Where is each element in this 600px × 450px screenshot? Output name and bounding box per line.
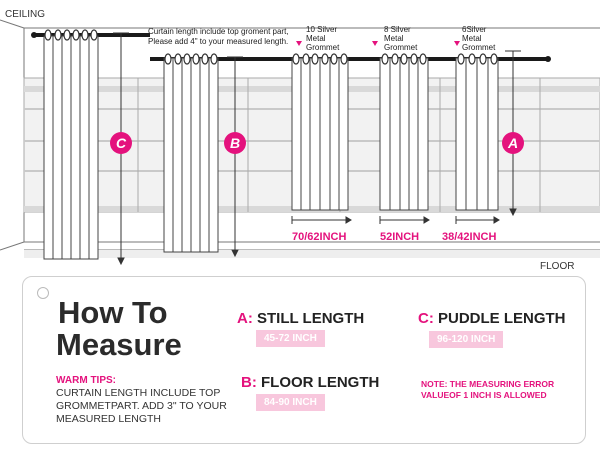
card-title-line-1: How To xyxy=(58,295,168,330)
lower-curtain-rod xyxy=(150,57,548,61)
grommet-6-line-3: Grommet xyxy=(462,43,496,52)
grommet-10-line-2: Metal xyxy=(306,34,326,43)
badge-b-letter: B xyxy=(230,135,240,151)
warm-tips-line-1: CURTAIN LENGTH INCLUDE TOP xyxy=(56,387,221,399)
grommet-10-line-1: 10 Silver xyxy=(306,25,337,34)
puddle-length-letter: C: xyxy=(418,310,434,327)
badge-a: A xyxy=(502,132,524,154)
warm-tips-line-2: GROMMETPART. ADD 3" TO YOUR xyxy=(56,400,227,412)
badge-c: C xyxy=(110,132,132,154)
badge-a-letter: A xyxy=(507,135,518,151)
warm-tips-text: CURTAIN LENGTH INCLUDE TOP GROMMETPART. … xyxy=(56,387,276,426)
floor-strip xyxy=(24,250,600,258)
curtain-panel-10-grommet xyxy=(291,57,349,211)
floor-length-range: 84-90 INCH xyxy=(256,394,325,411)
still-length-label: STILL LENGTH xyxy=(257,310,365,327)
curtain-panel-6-grommet xyxy=(455,57,499,211)
width-lines xyxy=(291,216,500,224)
still-length-heading: A: STILL LENGTH xyxy=(237,310,364,327)
top-note-line-1: Curtain length include top groment part, xyxy=(148,27,289,36)
badge-b-circle xyxy=(224,132,246,154)
grommet-rings xyxy=(44,29,498,65)
curtain-panel-8-grommet xyxy=(379,57,429,211)
width-label-10-grommet: 70/62INCH xyxy=(292,231,346,243)
still-length-letter: A: xyxy=(237,310,253,327)
warm-tips-line-3: MEASURED LENGTH xyxy=(56,413,162,425)
note-line-2: VALUEOF 1 INCH IS ALLOWED xyxy=(421,390,547,400)
card-title-line-2: Measure xyxy=(56,327,182,362)
grommet-pointers xyxy=(296,41,460,46)
badge-a-circle xyxy=(502,132,524,154)
floor-length-letter: B: xyxy=(241,374,257,391)
grommet-8-line-3: Grommet xyxy=(384,43,418,52)
curtain-measure-diagram: C B A CEILING FLOOR Curtain length inclu… xyxy=(0,9,600,272)
puddle-length-heading: C: PUDDLE LENGTH xyxy=(418,310,566,327)
ceiling-label: CEILING xyxy=(5,9,45,20)
rod-finial-left xyxy=(31,32,37,38)
grommet-10-line-3: Grommet xyxy=(306,43,340,52)
floor-length-heading: B: FLOOR LENGTH xyxy=(241,374,379,391)
curtain-panel-b xyxy=(163,57,219,253)
warm-tips-heading: WARM TIPS: xyxy=(56,375,116,386)
how-to-measure-card: How To Measure A: STILL LENGTH 45-72 INC… xyxy=(22,276,586,444)
still-length-range: 45-72 INCH xyxy=(256,330,325,347)
rod-finial-right xyxy=(545,56,551,62)
grommet-8-line-1: 8 Silver xyxy=(384,25,411,34)
width-label-8-grommet: 52INCH xyxy=(380,231,419,243)
floor-length-label: FLOOR LENGTH xyxy=(261,374,380,391)
width-label-6-grommet: 38/42INCH xyxy=(442,231,496,243)
badge-c-circle xyxy=(110,132,132,154)
card-punch-hole xyxy=(37,287,49,299)
puddle-length-label: PUDDLE LENGTH xyxy=(438,310,566,327)
measuring-error-note: NOTE: THE MEASURING ERROR VALUEOF 1 INCH… xyxy=(421,379,581,401)
top-note-line-2: Please add 4" to your measured length. xyxy=(148,37,288,46)
curtain-panel-c xyxy=(43,35,99,260)
grommet-6-line-2: Metal xyxy=(462,34,482,43)
grommet-8-line-2: Metal xyxy=(384,34,404,43)
floor-label: FLOOR xyxy=(540,261,574,272)
badge-b: B xyxy=(224,132,246,154)
badge-c-letter: C xyxy=(116,135,127,151)
grommet-6-line-1: 6Silver xyxy=(462,25,487,34)
note-line-1: NOTE: THE MEASURING ERROR xyxy=(421,379,555,389)
puddle-length-range: 96-120 INCH xyxy=(429,331,504,348)
